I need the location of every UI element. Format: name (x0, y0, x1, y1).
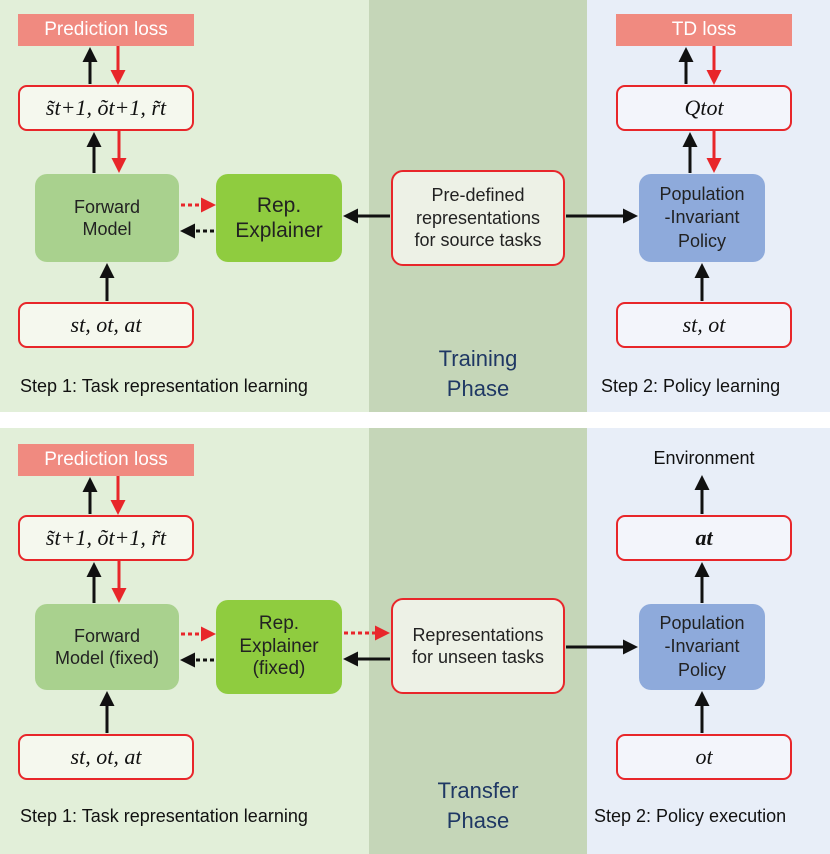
transfer-step1-caption: Step 1: Task representation learning (20, 806, 308, 826)
training-policy-input-box: st, ot (616, 302, 792, 348)
training-q-tot-label: Qtot (684, 95, 724, 120)
transfer-environment-label: Environment (653, 448, 755, 468)
training-prediction-loss: Prediction loss (18, 14, 194, 46)
transfer-predicted-next-state-label: s̃t+1, õt+1, r̃t (45, 525, 167, 550)
transfer-input-box: st, ot, at (18, 734, 194, 780)
training-q-tot-box: Qtot (616, 85, 792, 131)
transfer-prediction-loss: Prediction loss (18, 444, 194, 476)
transfer-forward-model: Forward Model (fixed) (35, 604, 179, 690)
training-step1-caption: Step 1: Task representation learning (20, 376, 308, 396)
training-step2-caption: Step 2: Policy learning (601, 376, 781, 396)
transfer-step2-caption: Step 2: Policy execution (594, 806, 787, 826)
training-policy-input-label: st, ot (682, 312, 726, 337)
transfer-rep-explainer: Rep. Explainer (fixed) (216, 600, 342, 694)
transfer-action-box: at (616, 515, 792, 561)
training-predefined-representations: Pre-defined representations for source t… (391, 170, 565, 266)
transfer-phase-label: Transfer Phase (437, 778, 519, 833)
training-predicted-next-state-label: s̃t+1, õt+1, r̃t (45, 95, 167, 120)
transfer-unseen-representations: Representations for unseen tasks (391, 598, 565, 694)
training-policy: Population -Invariant Policy (639, 174, 765, 262)
training-td-loss: TD loss (616, 14, 792, 46)
training-input-label: st, ot, at (70, 312, 142, 337)
training-predicted-next-state: s̃t+1, õt+1, r̃t (18, 85, 194, 131)
transfer-input-label: st, ot, at (70, 744, 142, 769)
training-phase-label: Training Phase (438, 346, 518, 401)
training-forward-model: Forward Model (35, 174, 179, 262)
transfer-policy-input-box: ot (616, 734, 792, 780)
transfer-policy: Population -Invariant Policy (639, 604, 765, 690)
transfer-predicted-next-state: s̃t+1, õt+1, r̃t (18, 515, 194, 561)
training-input-box: st, ot, at (18, 302, 194, 348)
transfer-action-label: at (695, 525, 713, 550)
transfer-policy-input-label: ot (695, 744, 713, 769)
training-rep-explainer: Rep. Explainer (216, 174, 342, 262)
